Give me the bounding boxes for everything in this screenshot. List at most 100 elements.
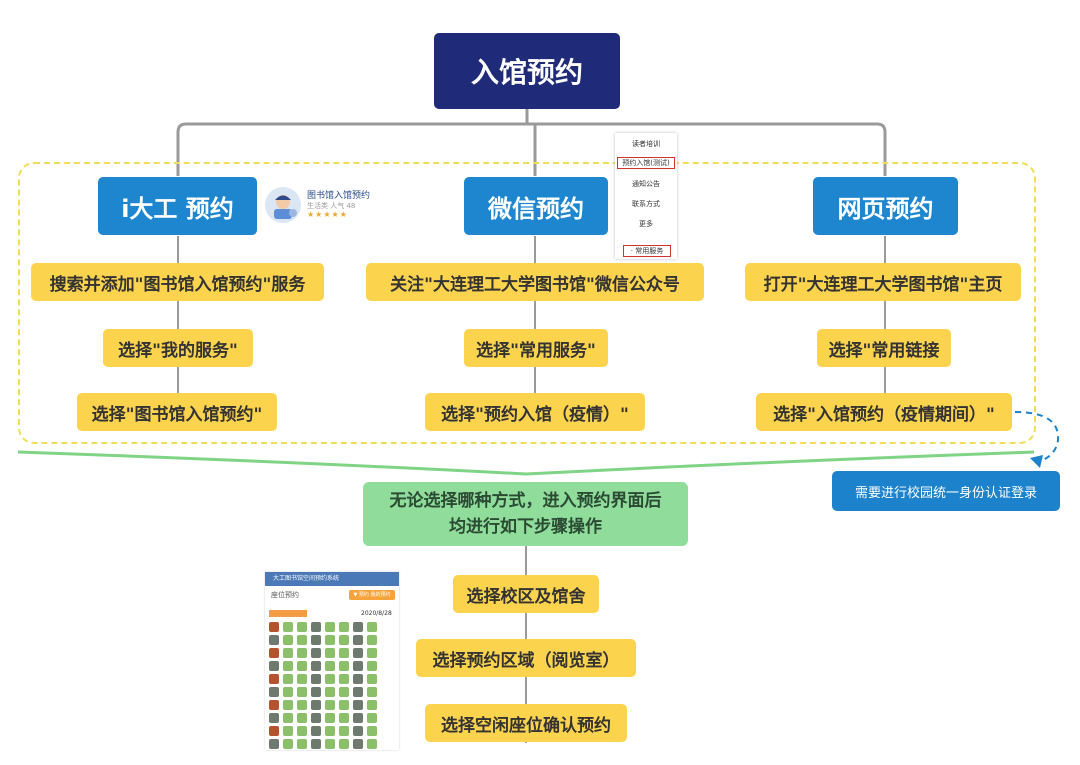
seat-cell bbox=[311, 661, 321, 671]
seat-cell bbox=[297, 687, 307, 697]
seat-cell bbox=[325, 648, 335, 658]
column-head-idagong: i大工 预约 bbox=[98, 177, 257, 235]
seat-cell bbox=[269, 635, 279, 645]
app-card: 图书馆入馆预约 生活类 人气 48 ★★★★★ bbox=[265, 185, 395, 225]
seat-cell bbox=[311, 648, 321, 658]
root-node: 入馆预约 bbox=[434, 33, 620, 109]
merge-line-2: 均进行如下步骤操作 bbox=[449, 517, 602, 537]
seat-cell bbox=[297, 648, 307, 658]
seat-cell bbox=[325, 726, 335, 736]
seat-cell bbox=[283, 635, 293, 645]
final-step-3: 选择空闲座位确认预约 bbox=[425, 704, 627, 742]
seat-cell bbox=[339, 687, 349, 697]
seat-cell bbox=[297, 674, 307, 684]
wechat-menu-item: 读者培训 bbox=[632, 140, 660, 148]
seat-cell bbox=[353, 674, 363, 684]
seat-cell bbox=[297, 700, 307, 710]
seat-cell bbox=[325, 713, 335, 723]
seat-cell bbox=[367, 687, 377, 697]
seat-cell bbox=[367, 700, 377, 710]
seat-cell bbox=[297, 726, 307, 736]
column-head-wechat: 微信预约 bbox=[464, 177, 608, 235]
seat-cell bbox=[339, 661, 349, 671]
seat-cell bbox=[269, 687, 279, 697]
merge-node: 无论选择哪种方式，进入预约界面后 均进行如下步骤操作 bbox=[363, 482, 688, 546]
seat-cell bbox=[339, 674, 349, 684]
seat-cell bbox=[339, 622, 349, 632]
seat-cell bbox=[297, 622, 307, 632]
seat-cell bbox=[339, 700, 349, 710]
seat-cell bbox=[311, 635, 321, 645]
seat-cell bbox=[325, 661, 335, 671]
methods-group-frame bbox=[18, 162, 1036, 444]
auth-note: 需要进行校园统一身份认证登录 bbox=[832, 471, 1060, 511]
seat-cell bbox=[353, 661, 363, 671]
wechat-menu-item: 更多 bbox=[639, 220, 653, 228]
column-head-web: 网页预约 bbox=[813, 177, 958, 235]
seat-cell bbox=[325, 674, 335, 684]
seat-cell bbox=[311, 726, 321, 736]
seat-cell bbox=[325, 700, 335, 710]
seat-cell bbox=[339, 726, 349, 736]
wechat-menu-item: 通知公告 bbox=[632, 180, 660, 188]
seat-cell bbox=[325, 739, 335, 749]
seat-cell bbox=[297, 739, 307, 749]
seat-cell bbox=[283, 661, 293, 671]
seat-cell bbox=[339, 739, 349, 749]
wechat-menu-common-services: · 常用服务 bbox=[623, 245, 671, 257]
seat-cell bbox=[269, 661, 279, 671]
seat-cell bbox=[353, 739, 363, 749]
seat-cell bbox=[353, 726, 363, 736]
seat-cell bbox=[311, 674, 321, 684]
seat-screenshot-tab bbox=[269, 610, 307, 617]
seat-cell bbox=[269, 648, 279, 658]
seat-cell bbox=[283, 713, 293, 723]
wechat-menu-item-highlight: 预约入馆(测试) bbox=[617, 157, 675, 169]
step-idagong-1: 搜索并添加"图书馆入馆预约"服务 bbox=[31, 263, 324, 301]
seat-cell bbox=[339, 635, 349, 645]
seat-cell bbox=[353, 713, 363, 723]
seat-screenshot-header: 大工图书馆空间预约系统 bbox=[265, 572, 399, 586]
seat-cell bbox=[311, 700, 321, 710]
app-card-title: 图书馆入馆预约 bbox=[307, 191, 371, 201]
app-card-subtitle: 生活类 人气 48 bbox=[307, 202, 356, 210]
seat-cell bbox=[311, 622, 321, 632]
seat-cell bbox=[297, 713, 307, 723]
seat-cell bbox=[269, 700, 279, 710]
seat-cell bbox=[311, 739, 321, 749]
seat-cell bbox=[283, 700, 293, 710]
seat-cell bbox=[367, 713, 377, 723]
seat-cell bbox=[283, 726, 293, 736]
step-idagong-3: 选择"图书馆入馆预约" bbox=[77, 393, 277, 431]
seat-cell bbox=[353, 635, 363, 645]
seat-cell bbox=[283, 648, 293, 658]
merge-line-1: 无论选择哪种方式，进入预约界面后 bbox=[389, 491, 662, 511]
seat-cell bbox=[367, 635, 377, 645]
seat-cell bbox=[283, 687, 293, 697]
step-idagong-2: 选择"我的服务" bbox=[103, 329, 253, 367]
seat-screenshot-subheader: 座位预约 bbox=[271, 591, 299, 599]
seat-cell bbox=[311, 687, 321, 697]
step-web-3: 选择"入馆预约（疫情期间）" bbox=[756, 393, 1012, 431]
seat-grid-icon bbox=[269, 622, 377, 749]
final-step-1: 选择校区及馆舍 bbox=[453, 575, 599, 613]
seat-cell bbox=[297, 661, 307, 671]
seat-cell bbox=[325, 687, 335, 697]
step-wechat-3: 选择"预约入馆（疫情）" bbox=[425, 393, 645, 431]
seat-cell bbox=[367, 726, 377, 736]
seat-cell bbox=[269, 713, 279, 723]
seat-cell bbox=[269, 726, 279, 736]
seat-cell bbox=[353, 687, 363, 697]
wechat-menu-screenshot: 读者培训 预约入馆(测试) 通知公告 联系方式 更多 · 常用服务 bbox=[615, 133, 677, 259]
seat-cell bbox=[353, 622, 363, 632]
step-web-2: 选择"常用链接 bbox=[817, 329, 951, 367]
seat-cell bbox=[283, 622, 293, 632]
app-card-stars: ★★★★★ bbox=[307, 210, 348, 219]
seat-cell bbox=[367, 674, 377, 684]
seat-cell bbox=[339, 713, 349, 723]
seat-screenshot-date: 2020/8/28 bbox=[361, 610, 392, 617]
seat-cell bbox=[353, 700, 363, 710]
final-step-2: 选择预约区域（阅览室） bbox=[416, 639, 636, 677]
seat-cell bbox=[367, 661, 377, 671]
step-web-1: 打开"大连理工大学图书馆"主页 bbox=[745, 263, 1021, 301]
